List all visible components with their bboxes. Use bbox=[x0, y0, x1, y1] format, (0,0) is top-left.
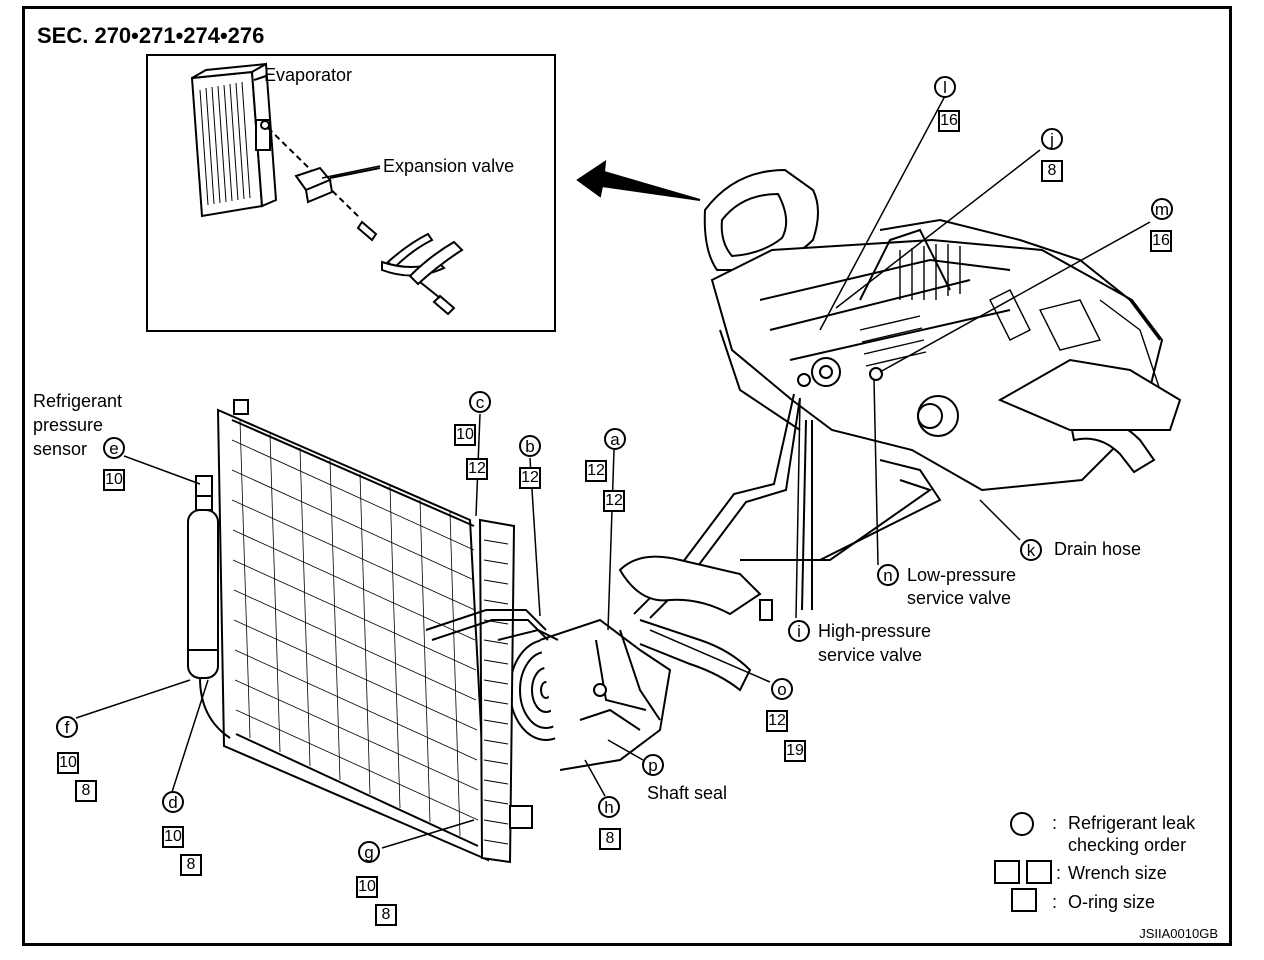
size-box-d2: 8 bbox=[180, 854, 202, 876]
callout-f: f bbox=[56, 716, 78, 738]
callout-o: o bbox=[771, 678, 793, 700]
callout-e: e bbox=[103, 437, 125, 459]
pressure-sensor-label-line3: sensor bbox=[33, 439, 88, 459]
low-pressure-label-line2: service valve bbox=[907, 588, 1012, 608]
pressure-sensor-label-line2: pressure bbox=[33, 415, 104, 435]
size-box-c1: 10 bbox=[454, 424, 476, 446]
callout-l: l bbox=[934, 76, 956, 98]
callout-c: c bbox=[469, 391, 491, 413]
compressor-drawing bbox=[509, 618, 672, 771]
callout-g: g bbox=[358, 841, 380, 863]
size-box-g1: 10 bbox=[356, 876, 378, 898]
size-box-e: 10 bbox=[103, 469, 125, 491]
callout-p: p bbox=[642, 754, 664, 776]
legend-wrench-box-2 bbox=[1026, 860, 1052, 884]
callout-h: h bbox=[598, 796, 620, 818]
receiver-drier-drawing bbox=[187, 475, 231, 739]
size-box-a1: 12 bbox=[585, 460, 607, 482]
refrigerant-piping-drawing bbox=[618, 393, 813, 692]
size-box-d1: 10 bbox=[162, 826, 184, 848]
legend-wrench-box-1 bbox=[994, 860, 1020, 884]
legend-wrench-label: Wrench size bbox=[1068, 863, 1167, 883]
condenser-drawing bbox=[216, 399, 559, 864]
pressure-sensor-label-line1: Refrigerant bbox=[33, 391, 123, 411]
callout-m: m bbox=[1151, 198, 1173, 220]
callout-j: j bbox=[1041, 128, 1063, 150]
high-pressure-label-line2: service valve bbox=[818, 645, 923, 665]
high-pressure-label-line1: High-pressure bbox=[818, 621, 932, 641]
legend-leak-line1: Refrigerant leak bbox=[1068, 813, 1196, 833]
size-box-m: 16 bbox=[1150, 230, 1172, 252]
legend-colon-3: : bbox=[1052, 892, 1058, 912]
drain-hose-label: Drain hose bbox=[1054, 539, 1142, 559]
size-box-b: 12 bbox=[519, 467, 541, 489]
diagram-frame bbox=[22, 6, 1232, 946]
size-box-h: 8 bbox=[599, 828, 621, 850]
size-box-o2: 19 bbox=[784, 740, 806, 762]
size-box-c2: 12 bbox=[466, 458, 488, 480]
callout-a: a bbox=[604, 428, 626, 450]
evaporator-drawing bbox=[190, 62, 278, 218]
legend-colon-1: : bbox=[1052, 813, 1058, 833]
size-box-l: 16 bbox=[938, 110, 960, 132]
callout-k: k bbox=[1020, 539, 1042, 561]
direction-arrow bbox=[576, 159, 701, 201]
expansion-valve-drawing bbox=[294, 166, 464, 316]
size-box-f1: 10 bbox=[57, 752, 79, 774]
size-box-j: 8 bbox=[1041, 160, 1063, 182]
size-box-f2: 8 bbox=[75, 780, 97, 802]
low-pressure-label-line1: Low-pressure bbox=[907, 565, 1017, 585]
figure-code: JSIIA0010GB bbox=[1139, 926, 1218, 941]
size-box-g2: 8 bbox=[375, 904, 397, 926]
legend-circle-symbol bbox=[1010, 812, 1034, 836]
expansion-valve-label: Expansion valve bbox=[383, 156, 515, 176]
callout-i: i bbox=[788, 620, 810, 642]
callout-n: n bbox=[877, 564, 899, 586]
callout-b: b bbox=[519, 435, 541, 457]
legend-leak-line2: checking order bbox=[1068, 835, 1187, 855]
evaporator-label: Evaporator bbox=[264, 65, 353, 85]
legend-oring-label: O-ring size bbox=[1068, 892, 1156, 912]
size-box-a2: 12 bbox=[603, 490, 625, 512]
legend-oring-box bbox=[1011, 888, 1037, 912]
shaft-seal-label: Shaft seal bbox=[647, 783, 728, 803]
legend-colon-2: : bbox=[1056, 863, 1062, 883]
section-title: SEC. 270•271•274•276 bbox=[37, 23, 265, 48]
callout-d: d bbox=[162, 791, 184, 813]
inset-box bbox=[146, 54, 556, 332]
hvac-unit-drawing bbox=[703, 168, 1182, 561]
size-box-o1: 12 bbox=[766, 710, 788, 732]
